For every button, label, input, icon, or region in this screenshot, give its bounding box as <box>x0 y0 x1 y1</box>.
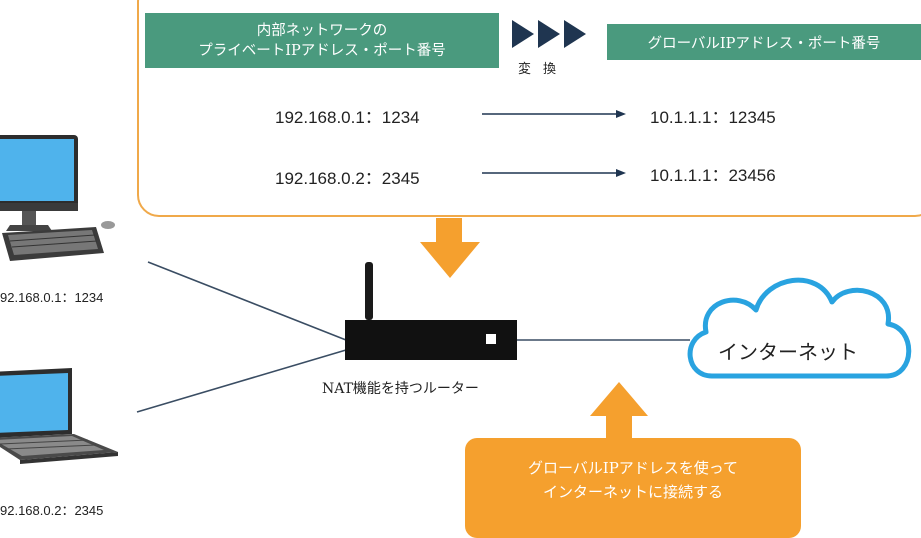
cloud-icon <box>687 277 912 379</box>
desktop-computer-icon <box>0 135 115 261</box>
conversion-label: 変換 <box>518 62 569 77</box>
global-ip-callout: グローバルIPアドレスを使って インターネットに接続する <box>465 438 801 538</box>
router-icon <box>345 262 517 360</box>
mapping-arrow-2 <box>482 169 626 177</box>
desktop-ip-label: 92.168.0.1：1234 <box>0 290 104 305</box>
mapping-arrow-1 <box>482 110 626 118</box>
callout-line2: インターネットに接続する <box>542 483 723 501</box>
down-arrow-icon <box>420 218 480 278</box>
private-header-line2: プライベートIPアドレス・ポート番号 <box>198 42 446 59</box>
laptop-icon <box>0 368 118 464</box>
laptop-ip-label: 92.168.0.2：2345 <box>0 503 104 518</box>
private-address-row-2: 192.168.0.2：2345 <box>275 169 420 188</box>
conversion-arrows-icon <box>512 20 586 48</box>
private-address-header: 内部ネットワークの プライベートIPアドレス・ポート番号 <box>145 13 499 68</box>
internet-label: インターネット <box>718 340 858 364</box>
router-label: NAT機能を持つルーター <box>322 381 479 397</box>
callout-line1: グローバルIPアドレスを使って <box>527 459 739 477</box>
global-address-row-1: 10.1.1.1：12345 <box>650 108 776 127</box>
private-address-row-1: 192.168.0.1：1234 <box>275 108 420 127</box>
global-address-header: グローバルIPアドレス・ポート番号 <box>607 24 921 60</box>
network-lines <box>136 261 690 413</box>
up-arrow-icon <box>590 382 648 442</box>
global-address-row-2: 10.1.1.1：23456 <box>650 166 776 185</box>
private-header-line1: 内部ネットワークの <box>256 22 388 39</box>
